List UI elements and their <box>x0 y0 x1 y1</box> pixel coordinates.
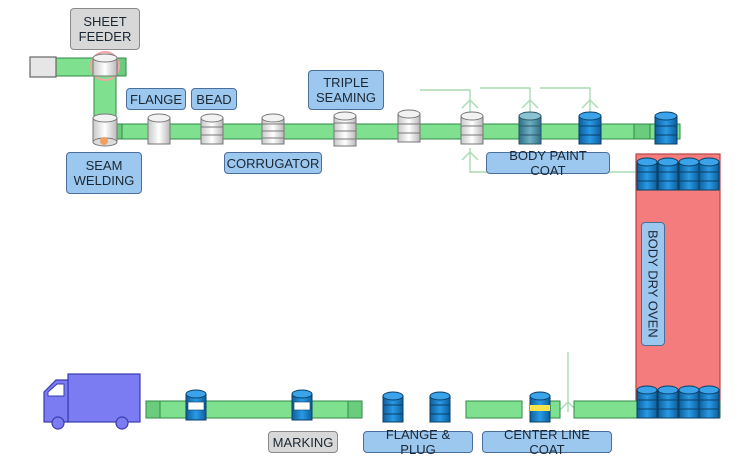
drum-icon <box>200 113 224 145</box>
drum-icon <box>657 157 679 191</box>
body-dry-oven-label: BODY DRY OVEN <box>641 222 665 346</box>
drum-icon <box>429 391 451 423</box>
drum-icon <box>654 111 678 145</box>
drum-icon <box>90 51 120 81</box>
drum-icon <box>333 111 357 147</box>
truck-icon <box>43 373 141 430</box>
drum-icon <box>678 157 700 191</box>
drum-icon <box>460 111 484 145</box>
drum-icon <box>678 385 700 419</box>
drum-icon <box>92 113 118 147</box>
drum-icon <box>636 157 658 191</box>
sheet-feeder-label: SHEET FEEDER <box>70 8 140 50</box>
seam-welding-label: SEAM WELDING <box>66 152 142 194</box>
bead-label: BEAD <box>191 88 237 110</box>
drum-icon <box>147 113 171 145</box>
drum-icon <box>698 157 720 191</box>
corrugator-label: CORRUGATOR <box>224 152 322 174</box>
center-line-coat-label: CENTER LINE COAT <box>482 427 612 457</box>
drum-icon <box>578 111 602 145</box>
flange-label: FLANGE <box>126 88 186 110</box>
drums <box>90 51 720 423</box>
drum-icon <box>291 389 313 421</box>
body-paint-coat-label: BODY PAINT COAT <box>486 148 610 178</box>
drum-icon <box>382 391 404 423</box>
drum-icon <box>518 111 542 145</box>
drum-icon <box>657 385 679 419</box>
drum-icon <box>529 391 551 423</box>
marking-label: MARKING <box>268 431 338 453</box>
drum-icon <box>185 389 207 421</box>
drum-icon <box>698 385 720 419</box>
drum-icon <box>636 385 658 419</box>
triple-seaming-label: TRIPLE SEAMING <box>308 70 384 110</box>
drum-icon <box>397 109 421 143</box>
flange-and-plug-label: FLANGE & PLUG <box>363 427 473 457</box>
drum-icon <box>261 113 285 145</box>
